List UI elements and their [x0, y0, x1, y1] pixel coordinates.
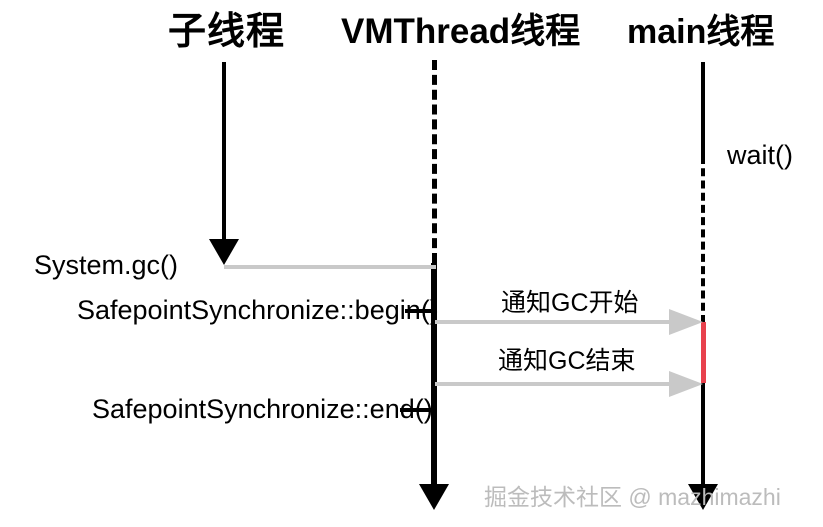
lane-title-child-thread: 子线程 [168, 11, 286, 53]
label-notify-gc-start: 通知GC开始 [501, 289, 639, 317]
connector-safepoint-begin [405, 309, 437, 313]
message-arrowhead-notify-gc-start [669, 309, 703, 335]
label-wait: wait() [727, 140, 793, 170]
watermark-text: 掘金技术社区 @ mazhimazhi [484, 484, 781, 510]
lifeline-main-dashed-wait [701, 156, 705, 323]
label-safepoint-end: SafepointSynchronize::end() [92, 394, 433, 424]
arrowhead-child-thread-end [209, 239, 239, 265]
lane-title-main-thread: main线程 [627, 13, 775, 51]
message-line-notify-gc-start [435, 320, 671, 324]
lifeline-vmthread-dashed [432, 60, 437, 263]
lifeline-main-solid-bottom [701, 383, 705, 485]
connector-safepoint-end [400, 408, 437, 412]
message-arrowhead-notify-gc-end [669, 371, 703, 397]
label-safepoint-begin: SafepointSynchronize::begin() [77, 295, 439, 325]
lane-title-vmthread: VMThread线程 [341, 12, 581, 51]
arrowhead-vmthread-end [419, 484, 449, 510]
lifeline-vmthread-solid [431, 263, 437, 485]
lifeline-main-solid-top [701, 62, 705, 156]
label-notify-gc-end: 通知GC结束 [498, 347, 636, 375]
label-system-gc: System.gc() [34, 250, 179, 280]
message-line-notify-gc-end [435, 382, 671, 386]
arrowhead-main-end [688, 484, 718, 510]
lifeline-child-thread [222, 62, 226, 240]
activation-bar-main-gc [701, 322, 706, 383]
message-line-system-gc [224, 265, 436, 269]
